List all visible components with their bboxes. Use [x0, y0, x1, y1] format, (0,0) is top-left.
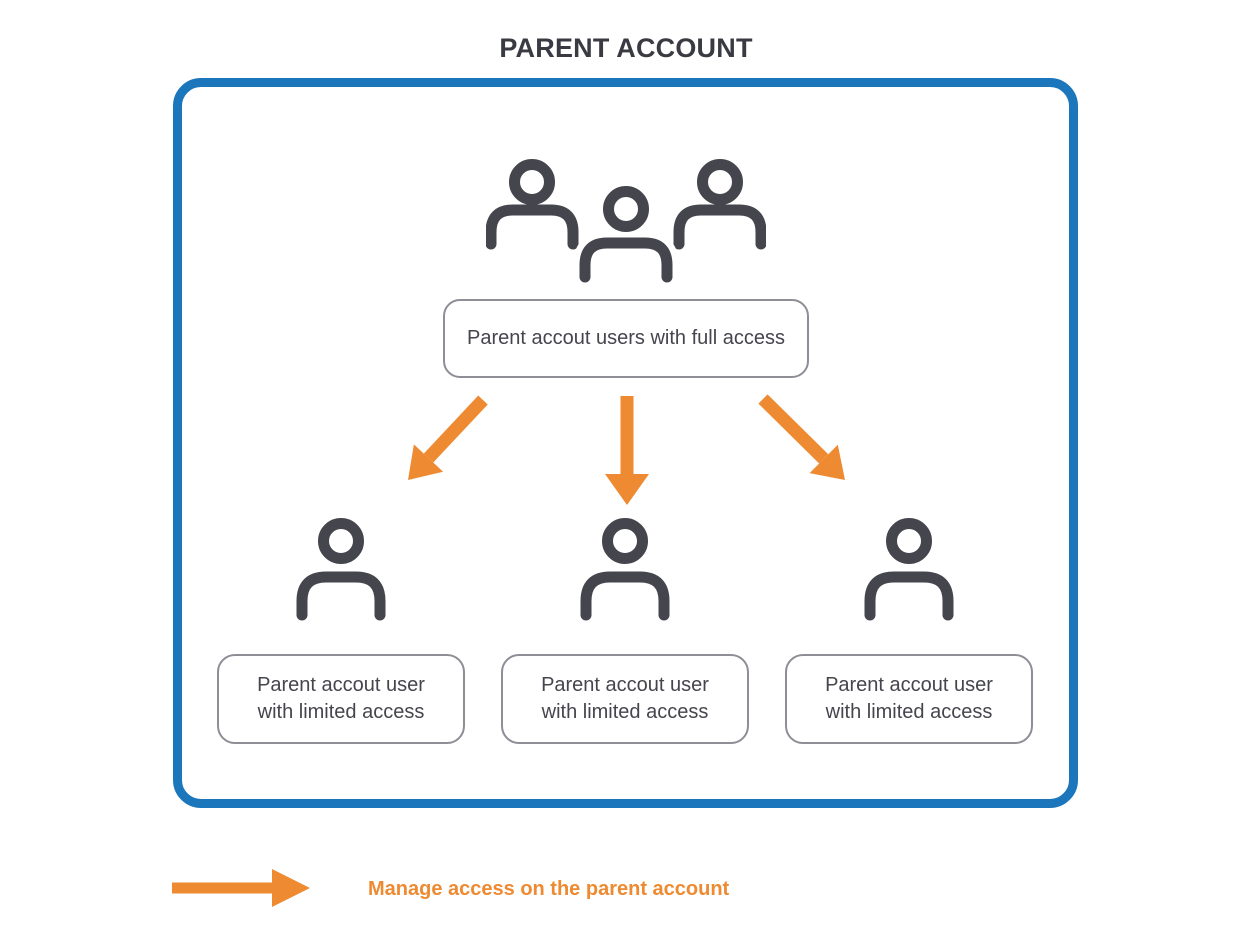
diagram-title: PARENT ACCOUNT [499, 33, 753, 63]
full-access-label: Parent accout users with full access [443, 299, 809, 378]
arrow-down-left-icon [408, 395, 488, 480]
limited-access-label: Parent accout user with limited access [501, 654, 749, 744]
limited-access-label: Parent accout user with limited access [785, 654, 1033, 744]
arrow-down-right-icon [758, 394, 845, 480]
users-group-icon [486, 159, 766, 288]
arrow-down-icon [605, 396, 649, 505]
manage-access-arrows [408, 394, 845, 505]
user-icon [580, 518, 670, 621]
limited-access-label: Parent accout user with limited access [217, 654, 465, 744]
user-icon [864, 518, 954, 621]
legend-label: Manage access on the parent account [368, 878, 730, 900]
arrow-right-icon [172, 869, 310, 907]
user-icon [296, 518, 386, 621]
